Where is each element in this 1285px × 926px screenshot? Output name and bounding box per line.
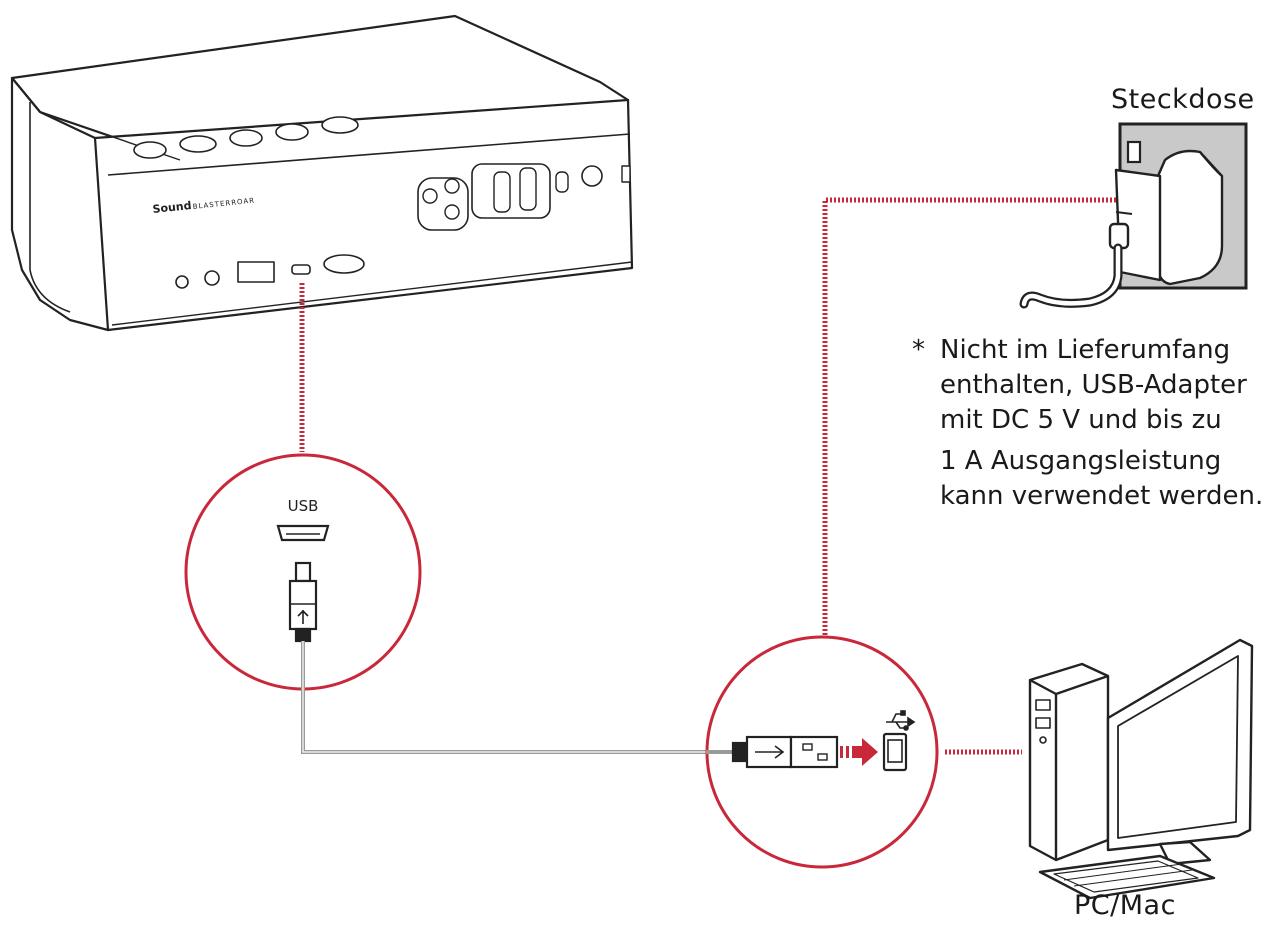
connection-lines — [299, 197, 1120, 755]
adapter-to-usb-line — [822, 197, 1120, 640]
note-asterisk: * — [912, 335, 925, 365]
note-line-3: mit DC 5 V und bis zu — [940, 405, 1222, 435]
usb-wall-adapter-icon — [1019, 149, 1224, 309]
desktop-computer-icon — [1028, 638, 1254, 900]
insert-arrow-icon — [840, 738, 878, 766]
speaker-brand-text: Sound — [152, 199, 192, 216]
note-line-1: Nicht im Lieferumfang — [940, 335, 1231, 365]
usb-symbol-icon — [886, 710, 916, 731]
note-line-4: 1 A Ausgangsleistung — [940, 446, 1222, 476]
speaker-device-icon — [10, 14, 634, 332]
usb-a-plug-icon — [731, 735, 839, 769]
micro-usb-port-icon — [276, 524, 330, 542]
note-line-5: kann verwendet werden. — [940, 481, 1264, 511]
usb-a-port-icon — [882, 732, 908, 772]
adapter-note: * Nicht im Lieferumfang enthalten, USB-A… — [912, 333, 1284, 514]
usb-port-label: USB — [288, 497, 319, 515]
note-line-2: enthalten, USB-Adapter — [940, 370, 1247, 400]
wall-socket-label: Steckdose — [1111, 84, 1255, 115]
computer-label: PC/Mac — [1074, 890, 1176, 921]
micro-usb-plug-icon — [288, 561, 318, 643]
